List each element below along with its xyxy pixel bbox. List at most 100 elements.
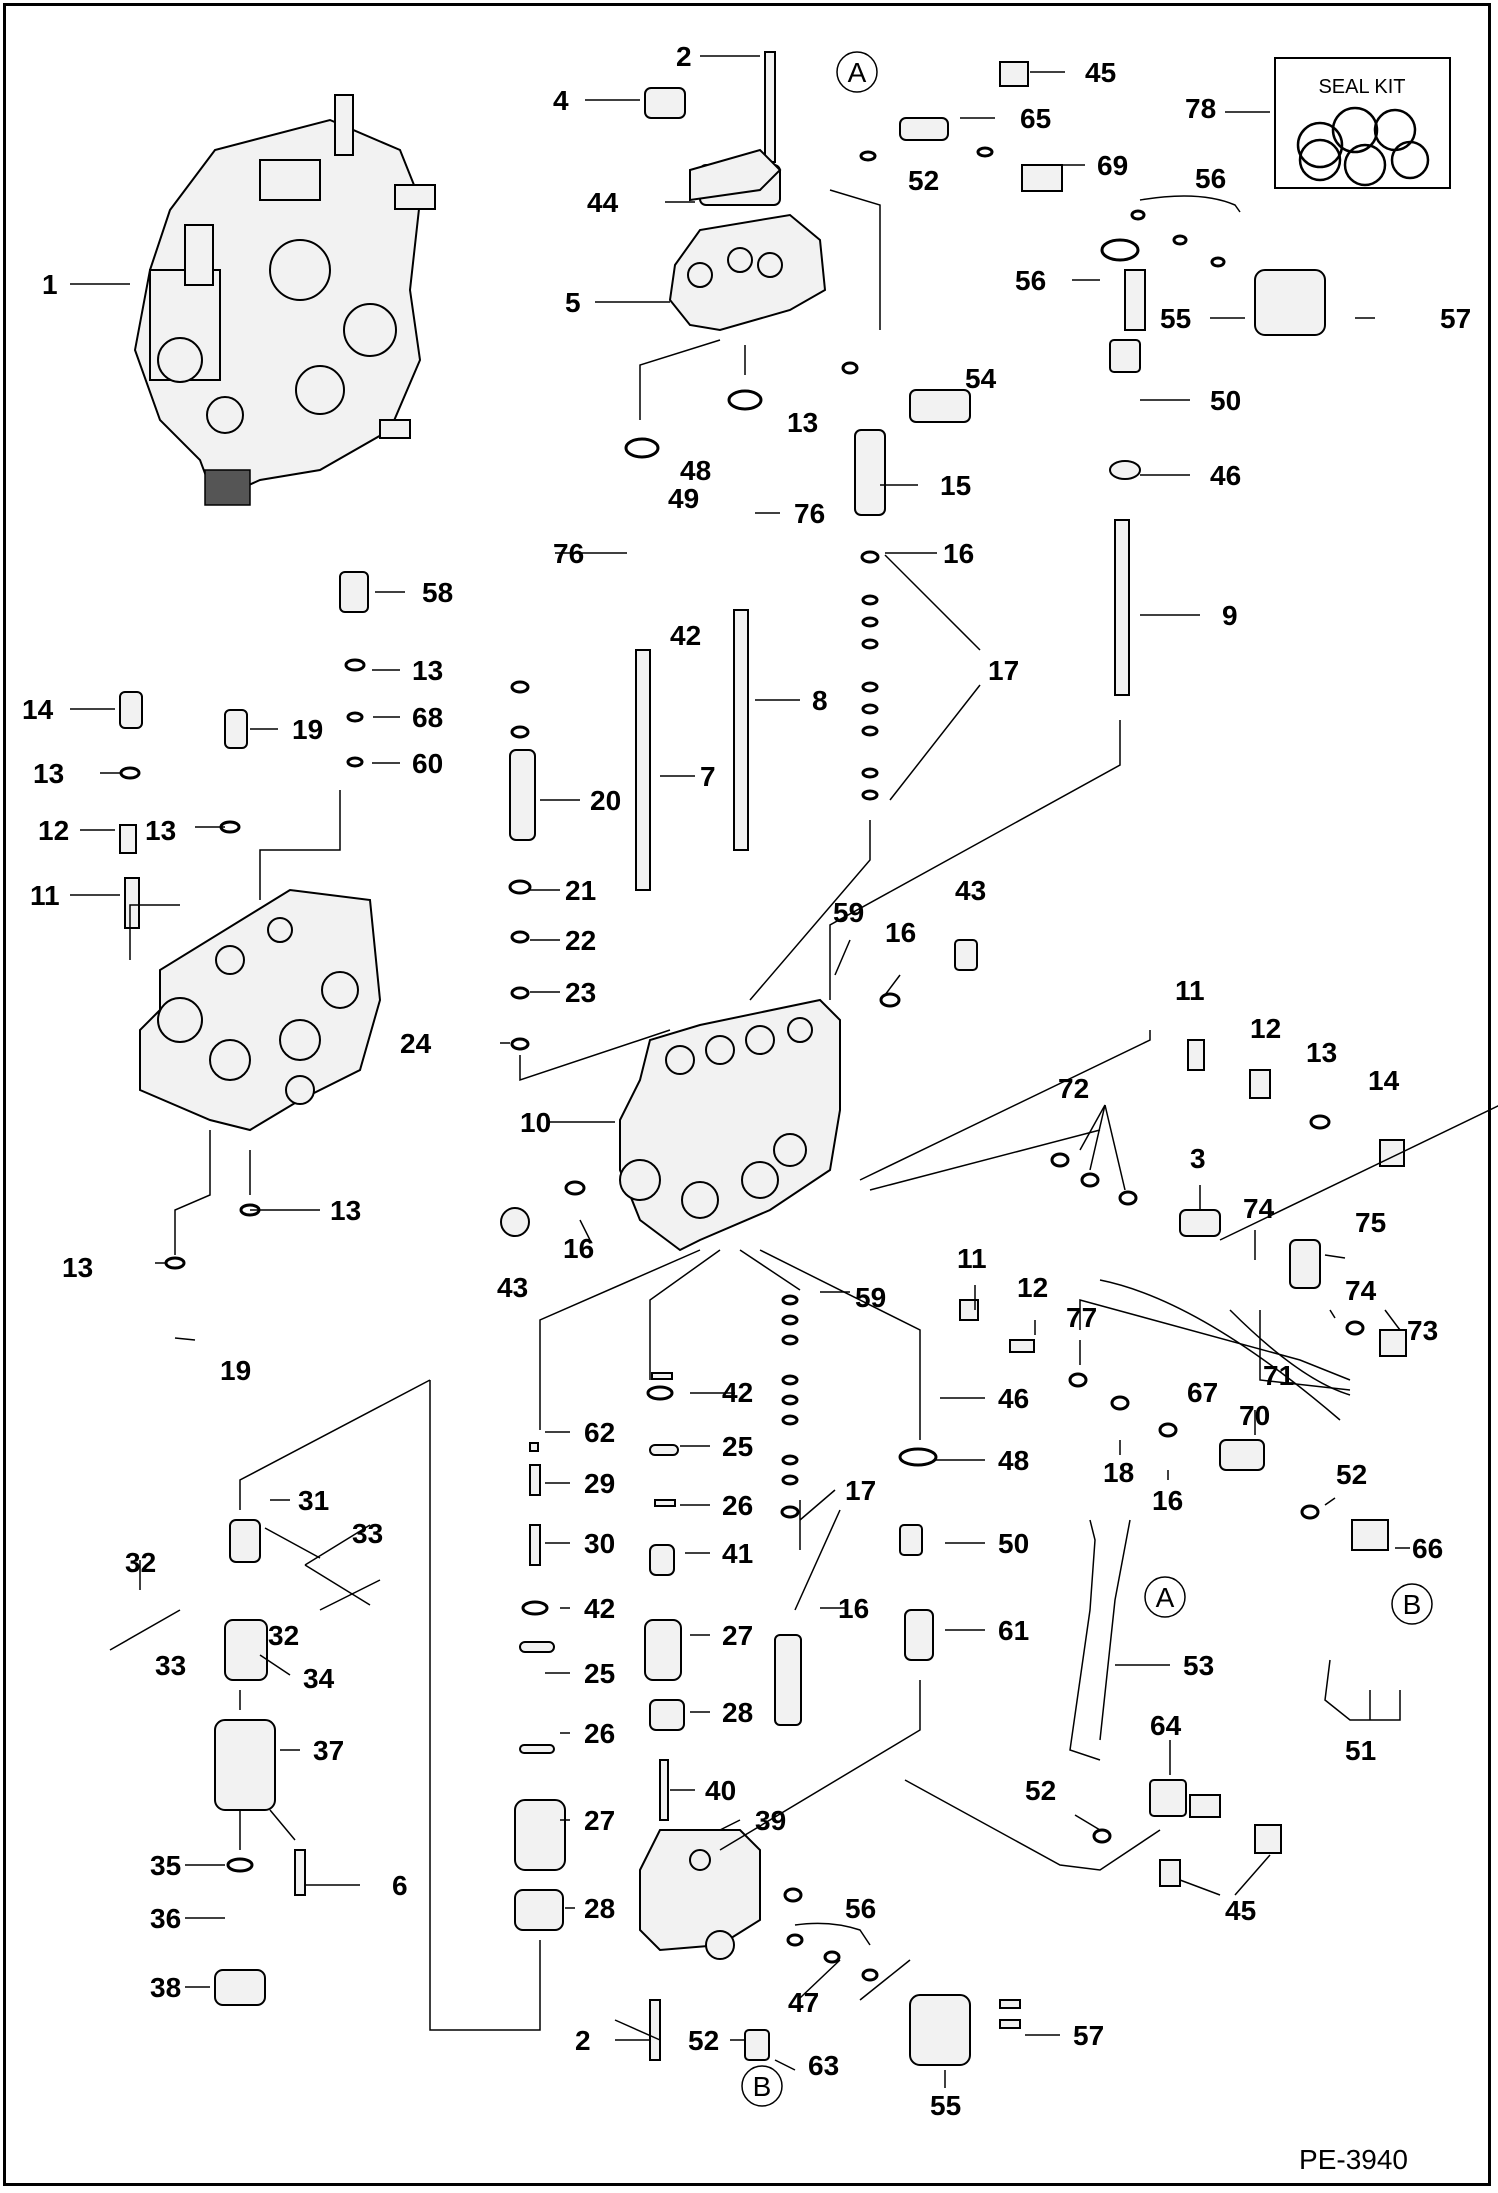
callout-11: 11 [1175,975,1205,1006]
callout-19: 19 [292,714,323,745]
callout-12: 12 [38,815,69,846]
callout-66: 66 [1412,1533,1443,1564]
callout-43: 43 [955,875,986,906]
callout-77: 77 [1066,1302,1097,1333]
callout-39: 39 [755,1805,786,1836]
callout-58: 58 [422,577,453,608]
callout-57: 57 [1073,2020,1104,2051]
seal-kit-box [1274,57,1451,189]
callout-70: 70 [1239,1400,1270,1431]
leader-lines [70,55,1410,2088]
connector-b-right-label: B [1403,1589,1422,1620]
callout-46: 46 [998,1383,1029,1414]
callout-32: 32 [125,1547,156,1578]
callout-12: 12 [1250,1013,1281,1044]
callout-13: 13 [787,407,818,438]
callout-45: 45 [1225,1895,1256,1926]
callout-59: 59 [855,1282,886,1313]
connector-b-bottom [741,2065,783,2107]
callout-27: 27 [584,1805,615,1836]
connector-a-bottom [1144,1576,1186,1618]
callout-51: 51 [1345,1735,1376,1766]
callout-14: 14 [22,694,54,725]
callout-36: 36 [150,1903,181,1934]
callout-26: 26 [722,1490,753,1521]
callout-74: 74 [1243,1193,1275,1224]
callout-29: 29 [584,1468,615,1499]
connector-b-bottom-label: B [753,2071,772,2102]
callout-2: 2 [575,2025,591,2056]
callout-41: 41 [722,1538,753,1569]
callout-8: 8 [812,685,828,716]
callout-52: 52 [688,2025,719,2056]
callout-9: 9 [1222,600,1238,631]
callout-72: 72 [1058,1073,1089,1104]
callout-38: 38 [150,1972,181,2003]
callout-53: 53 [1183,1650,1214,1681]
callout-75: 75 [1355,1207,1386,1238]
callout-43: 43 [497,1272,528,1303]
callout-16: 16 [885,917,916,948]
callout-44: 44 [587,187,619,218]
callout-54: 54 [965,363,997,394]
seal-kit-label: SEAL KIT [1318,76,1405,98]
callout-52: 52 [1336,1459,1367,1490]
callout-33: 33 [155,1650,186,1681]
callout-50: 50 [998,1528,1029,1559]
callout-40: 40 [705,1775,736,1806]
callout-42: 42 [722,1377,753,1408]
callout-56: 56 [845,1893,876,1924]
valve-body-section-left [139,888,382,1132]
callout-16: 16 [838,1593,869,1624]
callout-45: 45 [1085,57,1116,88]
callout-62: 62 [584,1417,615,1448]
callout-6: 6 [392,1870,408,1901]
callout-31: 31 [298,1485,329,1516]
callout-76: 76 [794,498,825,529]
callout-20: 20 [590,785,621,816]
callout-17: 17 [988,655,1019,686]
callout-63: 63 [808,2050,839,2081]
callout-65: 65 [1020,103,1051,134]
callout-27: 27 [722,1620,753,1651]
callout-60: 60 [412,748,443,779]
callout-21: 21 [565,875,596,906]
callout-55: 55 [930,2090,961,2121]
callout-64: 64 [1150,1710,1182,1741]
o-ring-stack-lower [780,1294,800,1519]
callout-5: 5 [565,287,581,318]
connector-a-top-label: A [848,57,867,88]
callout-19: 19 [220,1355,251,1386]
bottom-end-cap [639,1829,761,1960]
callout-30: 30 [584,1528,615,1559]
connector-b-right [1391,1583,1433,1625]
callout-13: 13 [33,758,64,789]
callout-3: 3 [1190,1143,1206,1174]
callout-25: 25 [584,1658,615,1689]
callout-23: 23 [565,977,596,1008]
connector-a-top [836,51,878,93]
callout-numbers: 2 4 45 65 78 44 52 69 56 1 5 56 55 57 54… [22,41,1471,2121]
callout-1: 1 [42,269,58,300]
callout-56: 56 [1015,265,1046,296]
callout-56: 56 [1195,163,1226,194]
callout-52: 52 [908,165,939,196]
callout-48: 48 [998,1445,1029,1476]
grouping-brackets [794,195,1351,1946]
callout-61: 61 [998,1615,1029,1646]
callout-68: 68 [412,702,443,733]
callout-32: 32 [268,1620,299,1651]
callout-13: 13 [330,1195,361,1226]
callout-25: 25 [722,1431,753,1462]
callout-52: 52 [1025,1775,1056,1806]
callout-15: 15 [940,470,971,501]
callout-71: 71 [1263,1360,1294,1391]
callout-76: 76 [553,538,584,569]
callout-47: 47 [788,1987,819,2018]
callout-10: 10 [520,1107,551,1138]
callout-11: 11 [30,880,60,911]
callout-18: 18 [1103,1457,1134,1488]
main-valve-body [619,998,841,1252]
callout-78: 78 [1185,93,1216,124]
